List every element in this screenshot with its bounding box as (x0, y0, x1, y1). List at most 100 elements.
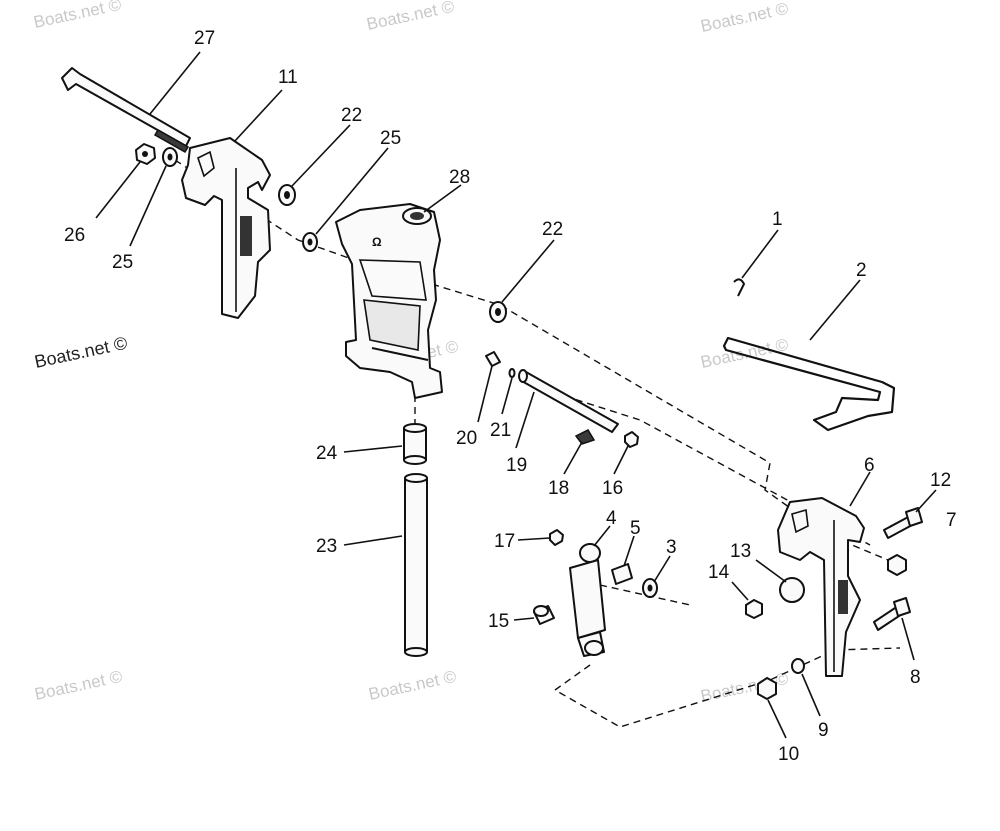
tube-19 (518, 369, 619, 433)
callout-28: 28 (449, 167, 470, 188)
leader-line (423, 184, 462, 213)
leader-line (513, 617, 535, 621)
nut-7 (887, 554, 907, 576)
leader-line (755, 559, 787, 583)
callout-3: 3 (666, 537, 677, 558)
watermark: Boats.net © (33, 667, 125, 704)
leader-line (501, 239, 555, 303)
tilt-lever-2 (722, 336, 896, 432)
plate-13 (779, 577, 805, 603)
leader-line (809, 279, 861, 341)
leader-line (291, 124, 351, 187)
callout-25: 25 (112, 252, 133, 273)
leader-line (915, 489, 937, 513)
bolt-8 (873, 597, 911, 631)
watermark: Boats.net © (365, 0, 457, 34)
callout-25: 25 (380, 128, 401, 149)
bushing-24 (403, 423, 427, 465)
washer-25-left (162, 147, 178, 167)
callout-14: 14 (708, 562, 730, 583)
nut-10 (757, 677, 777, 700)
leader-line (741, 229, 779, 279)
washer-22-top (278, 184, 296, 206)
callout-19: 19 (506, 455, 527, 476)
clamp-bracket-11 (181, 137, 271, 319)
callout-26: 26 (64, 225, 85, 246)
washer-22-right (489, 301, 507, 323)
spacer-5 (611, 563, 633, 585)
callout-16: 16 (602, 478, 623, 499)
leader-line (849, 471, 871, 507)
leader-line (343, 535, 403, 546)
leader-line (623, 535, 635, 567)
leader-line (343, 445, 403, 453)
bolt-15 (533, 605, 555, 625)
leader-line (477, 365, 493, 423)
leader-line (801, 673, 821, 717)
bolt-12 (883, 507, 923, 539)
leader-line (129, 165, 167, 247)
callout-15: 15 (488, 611, 509, 632)
watermark: Boats.net © (699, 335, 791, 372)
watermark: Boats.net © (699, 0, 791, 36)
callout-7: 7 (946, 510, 957, 531)
callout-12: 12 (930, 470, 951, 491)
bolt-27 (61, 67, 191, 154)
pin-21 (508, 368, 516, 378)
leader-line (653, 555, 671, 583)
leader-line (315, 147, 389, 235)
leader-line (901, 617, 915, 661)
leader-line (563, 441, 583, 475)
swivel-bracket-28: Ω (335, 203, 443, 399)
leader-line (731, 581, 749, 601)
nut-16 (624, 431, 639, 448)
cotter-pin-1 (733, 278, 746, 297)
leader-line (613, 445, 629, 475)
shock-absorber-4 (569, 543, 606, 657)
washer-25-mid (302, 232, 318, 252)
grease-fitting-20 (485, 351, 501, 367)
leader-line (593, 525, 611, 547)
watermark: Boats.net © (32, 0, 124, 32)
washer-9 (791, 658, 805, 674)
leader-line (233, 89, 283, 143)
leader-line (95, 161, 141, 219)
nut-26 (135, 143, 156, 165)
callout-22: 22 (542, 219, 563, 240)
bolt-18 (574, 429, 596, 445)
callout-23: 23 (316, 536, 337, 557)
leader-line (149, 51, 201, 115)
callout-11: 11 (278, 67, 298, 88)
nut-14 (745, 599, 763, 619)
callout-4: 4 (606, 508, 617, 529)
assembly-line (553, 647, 901, 728)
tube-23 (404, 473, 428, 657)
nut-17 (549, 529, 564, 546)
washer-3 (642, 578, 658, 598)
callout-13: 13 (730, 541, 751, 562)
clamp-bracket-6 (777, 497, 865, 677)
callout-9: 9 (818, 720, 829, 741)
callout-17: 17 (494, 531, 515, 552)
callout-22: 22 (341, 105, 362, 126)
callout-6: 6 (864, 455, 875, 476)
leader-line (515, 391, 535, 449)
callout-10: 10 (778, 744, 799, 765)
callout-2: 2 (856, 260, 867, 281)
callout-8: 8 (910, 667, 921, 688)
leader-line (767, 699, 787, 739)
leader-line (517, 537, 551, 541)
callout-27: 27 (194, 28, 215, 49)
callout-18: 18 (548, 478, 569, 499)
callout-1: 1 (772, 209, 783, 230)
callout-21: 21 (490, 420, 511, 441)
leader-line (501, 377, 513, 415)
callout-24: 24 (316, 443, 338, 464)
callout-5: 5 (630, 518, 641, 539)
assembly-line (599, 584, 691, 606)
svg-text:Ω: Ω (372, 235, 382, 249)
callout-20: 20 (456, 428, 477, 449)
watermark: Boats.net © (367, 667, 459, 704)
